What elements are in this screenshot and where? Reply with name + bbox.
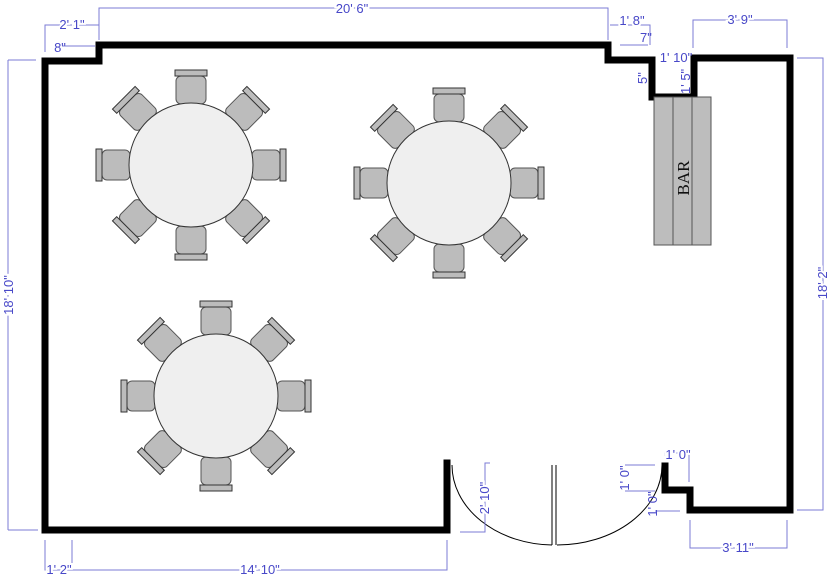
table-top	[386, 120, 512, 246]
door-swing-left	[451, 464, 553, 546]
dim-top-right-step: 7"	[640, 30, 652, 45]
chair[interactable]	[276, 379, 312, 413]
table-top	[153, 333, 279, 459]
dim-top-total: 20' 6"	[336, 1, 369, 16]
wall-outline	[41, 41, 794, 534]
dim-door-jamb-width: 1' 0"	[665, 447, 691, 462]
dim-top-left-step: 8"	[54, 40, 66, 55]
chair[interactable]	[199, 300, 233, 336]
chair[interactable]	[174, 225, 208, 261]
chair[interactable]	[432, 87, 466, 123]
table-top	[128, 102, 254, 228]
bar-counter[interactable]: BAR	[653, 96, 712, 246]
dim-alcove-small: 5"	[635, 72, 650, 84]
chair[interactable]	[120, 379, 156, 413]
dim-door-jamb-height-1: 1' 0"	[617, 465, 632, 491]
chair[interactable]	[509, 166, 545, 200]
dim-bottom-right-segment: 3' 11"	[722, 540, 754, 555]
dim-alcove-width: 1' 10"	[660, 50, 693, 65]
table-1[interactable]	[95, 69, 287, 261]
dim-right-height: 18' 2"	[815, 266, 830, 299]
dim-top-right-jog: 1' 8"	[619, 13, 645, 28]
chair[interactable]	[251, 148, 287, 182]
chair[interactable]	[174, 69, 208, 105]
dim-left-height: 18' 10"	[1, 275, 16, 315]
door-swing-right	[556, 464, 663, 546]
bar-label: BAR	[674, 160, 693, 196]
chair[interactable]	[95, 148, 131, 182]
table-3[interactable]	[120, 300, 312, 492]
chair[interactable]	[432, 243, 466, 279]
dim-door-jamb-height-2: 1' 0"	[645, 491, 660, 517]
chair[interactable]	[199, 456, 233, 492]
dim-top-right-segment: 3' 9"	[727, 12, 753, 27]
dim-door-depth: 2' 10"	[477, 481, 492, 514]
double-door[interactable]	[451, 464, 663, 546]
dim-top-left-jog: 2' 1"	[59, 17, 85, 32]
walls	[41, 41, 794, 534]
dim-bottom-left-segment: 14' 10"	[240, 562, 280, 577]
dim-bottom-left-small: 1' 2"	[46, 562, 72, 577]
dim-alcove-depth: 1' 5"	[678, 68, 693, 94]
table-2[interactable]	[353, 87, 545, 279]
chair[interactable]	[353, 166, 389, 200]
tables	[95, 69, 545, 492]
